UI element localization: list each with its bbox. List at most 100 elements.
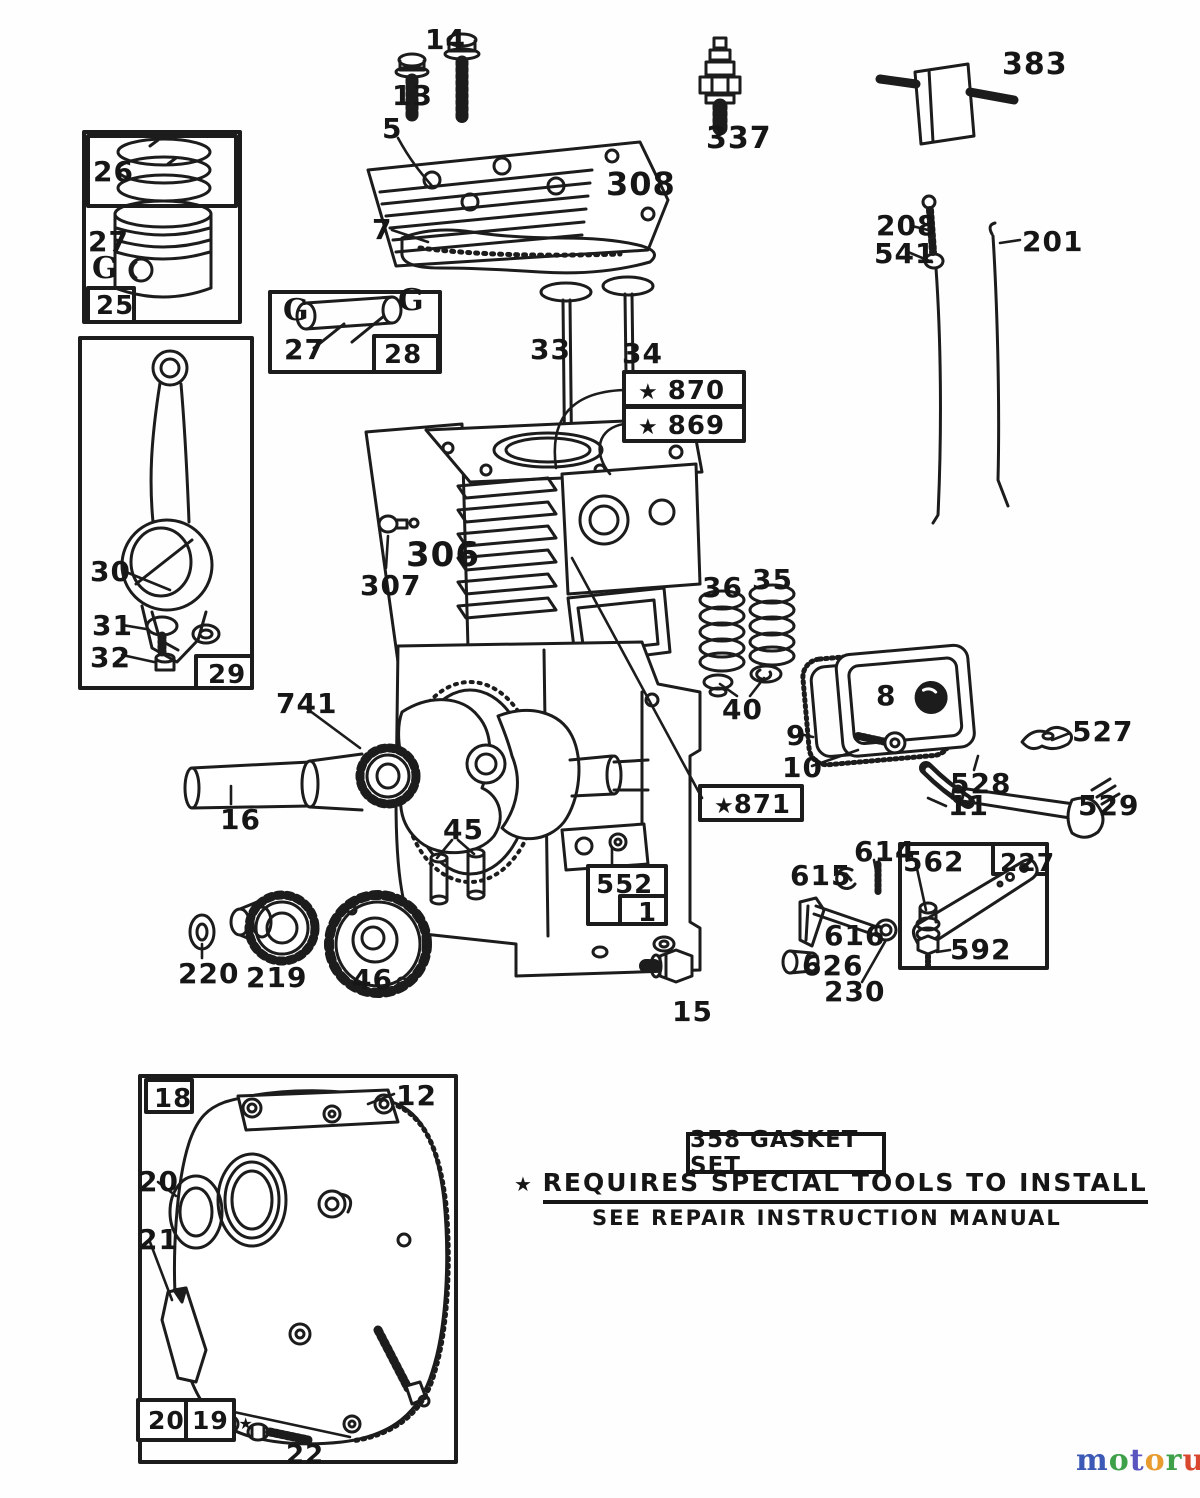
valve-springs-drawing [698,583,796,698]
wm-letter: u [1182,1443,1200,1478]
part-label-552: 552 [596,870,654,900]
plug-wrench-drawing [875,62,1019,146]
governor-rod-drawing [988,221,1010,508]
part-label-18: 18 [154,1084,193,1114]
part-label-22: 22 [286,1440,325,1470]
part-label-527: 527 [1072,715,1134,748]
cam-gear-drawing [324,890,432,998]
wm-letter: o [1108,1443,1130,1478]
part-label-626: 626 [802,949,864,982]
part-label-20: 20 [138,1165,179,1198]
head-gasket-drawing [400,228,656,275]
connecting-rod-box-drawing [78,336,254,690]
part-label-40: 40 [722,693,763,726]
governor-gear-drawing [188,890,320,966]
head-bolt-13-drawing [394,52,430,125]
clip-glyph: G [92,251,118,286]
part-label-5: 5 [382,112,403,145]
star-icon: ★ [514,1172,532,1196]
part-label-11: 11 [948,789,989,822]
star-icon: ★ [638,415,658,440]
cover-box-drawing [136,1074,458,1464]
part-label-552-1: 1 [638,898,658,928]
part-label-36: 36 [702,571,743,604]
part-label-615: 615 [790,859,852,892]
part-label-26: 26 [93,155,134,188]
part-label-32: 32 [90,641,131,674]
part-label-16: 16 [220,803,261,836]
piston-rings-box-drawing [82,130,242,324]
star-icon: ★ [238,1414,253,1433]
part-label-219: 219 [246,961,308,994]
part-label-13: 13 [392,79,433,112]
part-label-529: 529 [1078,789,1140,822]
breather-drawing [800,643,976,768]
part-label-220: 220 [178,957,240,990]
tag-871: ★871 [714,790,792,820]
part-label-616: 616 [824,919,886,952]
clip-glyph: G [283,293,309,328]
part-label-15: 15 [672,995,713,1028]
part-label-34: 34 [622,337,663,370]
part-label-383: 383 [1002,47,1068,82]
part-label-541: 541 [874,237,936,270]
part-label-33: 33 [530,333,571,366]
part-label-28: 28 [384,340,423,370]
part-label-562: 562 [903,845,965,878]
crankshaft-drawing [183,698,650,855]
drain-plug-drawing [639,948,694,984]
part-label-14: 14 [425,23,466,56]
governor-linkage-drawing [781,842,1049,975]
part-label-27-pin: 27 [284,333,325,366]
head-bolt-14-drawing [443,32,481,125]
wm-letter: m [1076,1443,1109,1478]
dipstick-drawing [921,194,945,525]
part-label-614: 614 [854,835,916,868]
part-label-741: 741 [276,687,338,720]
part-label-30: 30 [90,555,131,588]
part-label-208: 208 [876,209,938,242]
part-label-7: 7 [372,213,393,246]
tag-869: ★ 869 [638,411,726,441]
part-label-337: 337 [706,121,772,156]
part-label-12: 12 [396,1079,437,1112]
spark-plug-drawing [698,36,742,136]
part-label-45: 45 [443,813,484,846]
part-label-201: 201 [1022,225,1084,258]
motoruf-watermark-link[interactable]: motoruf.de [1076,1446,1200,1476]
part-label-31: 31 [92,609,133,642]
cell-label-20: 20 [148,1406,185,1435]
tappets-drawing [429,847,486,906]
wm-letter: t [1129,1443,1145,1478]
part-label-227: 227 [1000,848,1056,877]
part-label-35: 35 [752,563,793,596]
wm-letter: o [1144,1443,1166,1478]
tag-boxes [586,370,804,926]
part-label-308: 308 [606,165,676,203]
cylinder-head-drawing [366,140,670,268]
part-label-46: 46 [352,963,393,996]
star-icon: ★ [714,794,734,819]
clip-glyph: G [398,283,424,318]
part-label-528: 528 [950,767,1012,800]
part-label-592: 592 [950,933,1012,966]
part-label-307: 307 [360,569,422,602]
part-label-10: 10 [782,751,823,784]
piston-pin-box-drawing [268,290,442,374]
part-label-8: 8 [876,679,897,712]
part-label-230: 230 [824,975,886,1008]
part-label-306: 306 [406,535,480,575]
part-label-27: 27 [88,225,129,258]
breather-pipe-drawing [919,725,1121,839]
part-label-9: 9 [786,719,807,752]
star-icon: ★ [638,380,658,405]
wm-letter: r [1165,1443,1183,1478]
part-label-25: 25 [96,291,135,321]
cell-label-19: 19 ★ [192,1406,253,1435]
tag-870: ★ 870 [638,376,726,406]
see-manual-note: SEE REPAIR INSTRUCTION MANUAL [592,1206,1062,1230]
special-tools-note: ★ REQUIRES SPECIAL TOOLS TO INSTALL [514,1168,1148,1204]
part-label-21: 21 [138,1223,179,1256]
